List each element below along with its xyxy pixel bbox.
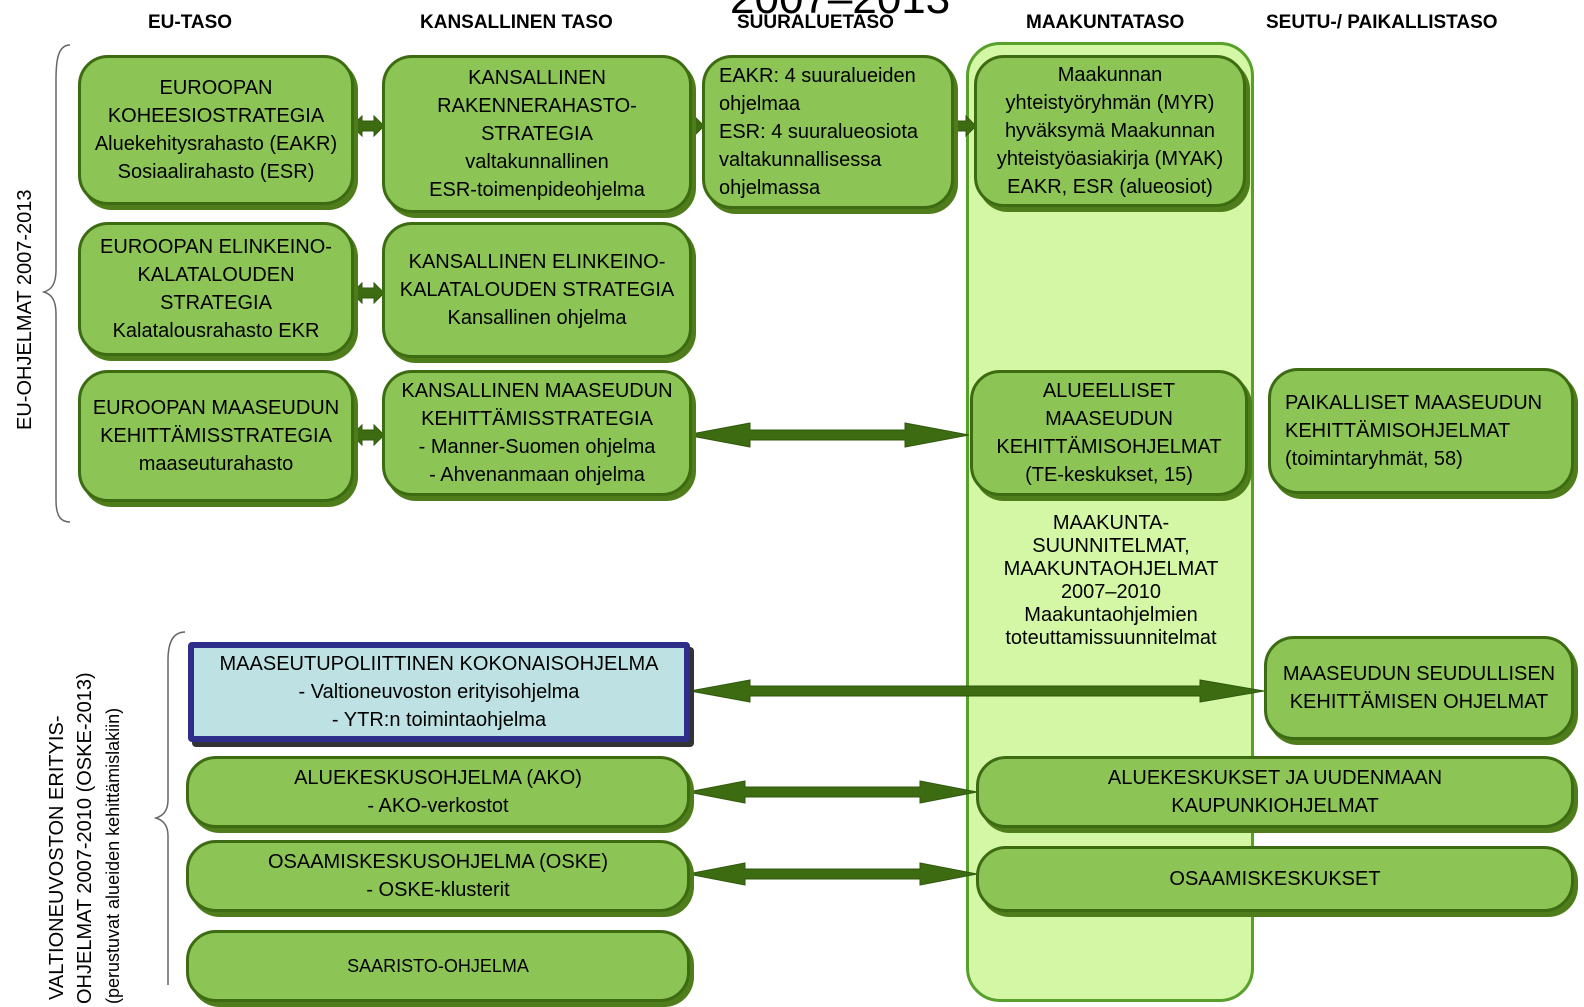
box-line: EAKR: 4 suuralueiden	[719, 65, 916, 87]
box-line: MAASEUDUN	[1045, 408, 1173, 430]
box-line: Sosiaalirahasto (ESR)	[117, 161, 315, 183]
box-line: KEHITTÄMISSTRATEGIA	[421, 408, 653, 430]
box-line: - Ahvenanmaan ohjelma	[429, 464, 645, 486]
government-programs-brace	[153, 631, 186, 985]
box-line: KALATALOUDEN	[137, 264, 295, 286]
oske-program-box: OSAAMISKESKUSOHJELMA (OSKE) - OSKE-klust…	[186, 840, 690, 912]
box-line: ALUEKESKUKSET JA UUDENMAAN	[1107, 767, 1443, 789]
box-line: yhteistyöryhmän (MYR)	[1005, 92, 1215, 114]
box-line: KAUPUNKIOHJELMAT	[1171, 795, 1379, 817]
arrow-oske-centres	[687, 862, 978, 886]
box-line: PAIKALLISET MAASEUDUN	[1285, 392, 1543, 414]
header-eu: EU-TASO	[148, 12, 233, 33]
box-line: ALUEELLISET	[1042, 380, 1176, 402]
arrow-ako-urban	[687, 780, 978, 804]
box-line: KALATALOUDEN STRATEGIA	[399, 279, 675, 301]
box-line: STRATEGIA	[481, 123, 593, 145]
header-local: SEUTU-/ PAIKALLISTASO	[1266, 12, 1498, 33]
box-line: Aluekehitysrahasto (EAKR)	[94, 133, 338, 155]
major-region-box: EAKR: 4 suuralueiden ohjelmaa ESR: 4 suu…	[702, 55, 954, 209]
box-line: KANSALLINEN MAASEUDUN	[401, 380, 673, 402]
box-line: KOHEESIOSTRATEGIA	[107, 105, 325, 127]
box-line: ohjelmaa	[719, 93, 801, 115]
arrow-rural-policy-subregional	[689, 679, 1265, 703]
box-line: EUROOPAN	[159, 77, 273, 99]
regional-rural-programs-box: ALUEELLISET MAASEUDUN KEHITTÄMISOHJELMAT…	[970, 370, 1248, 496]
provincial-plans-text: MAAKUNTA- SUUNNITELMAT, MAAKUNTAOHJELMAT…	[986, 512, 1236, 650]
rural-policy-program-box: MAASEUTUPOLIITTINEN KOKONAISOHJELMA - Va…	[188, 642, 690, 742]
box-line: - OSKE-klusterit	[366, 879, 510, 901]
header-national: KANSALLINEN TASO	[420, 12, 613, 33]
box-line: Kansallinen ohjelma	[447, 307, 627, 329]
eu-programs-label: EU-OHJELMAT 2007-2013	[14, 189, 36, 430]
arrow-fisheries	[351, 281, 385, 305]
box-line: ohjelmassa	[719, 177, 821, 199]
box-line: hyväksymä Maakunnan	[1004, 120, 1216, 142]
myr-cooperation-box: Maakunnan yhteistyöryhmän (MYR) hyväksym…	[974, 55, 1246, 207]
urban-programs-box: ALUEKESKUKSET JA UUDENMAAN KAUPUNKIOHJEL…	[976, 756, 1574, 828]
diagram-title: 2007–2013	[730, 0, 950, 24]
box-line: KANSALLINEN	[468, 67, 606, 89]
national-structural-fund-strategy-box: KANSALLINEN RAKENNERAHASTO- STRATEGIA va…	[382, 55, 692, 213]
eu-cohesion-strategy-box: EUROOPAN KOHEESIOSTRATEGIA Aluekehitysra…	[78, 55, 354, 205]
box-line: ESR: 4 suuralueosiota	[719, 121, 919, 143]
archipelago-program-box: SAARISTO-OHJELMA	[186, 930, 690, 1002]
box-line: (toimintaryhmät, 58)	[1285, 448, 1463, 470]
text-line: 2007–2010	[1060, 581, 1162, 603]
arrow-cohesion-national	[351, 114, 385, 138]
box-line: yhteistyöasiakirja (MYAK)	[996, 148, 1224, 170]
box-line: - YTR:n toimintaohjelma	[331, 709, 547, 731]
box-line: EAKR, ESR (alueosiot)	[1007, 176, 1213, 198]
box-line: RAKENNERAHASTO-	[437, 95, 637, 117]
local-rural-programs-box: PAIKALLISET MAASEUDUN KEHITTÄMISOHJELMAT…	[1268, 368, 1574, 494]
government-programs-label-3: (perustuvat alueiden kehittämislakiin)	[103, 707, 123, 1004]
text-line: toteuttamissuunnitelmat	[1005, 627, 1217, 649]
box-line: ESR-toimenpideohjelma	[429, 179, 645, 201]
box-line: KEHITTÄMISOHJELMAT	[996, 436, 1222, 458]
box-line: - AKO-verkostot	[367, 795, 509, 817]
box-line: - Valtioneuvoston erityisohjelma	[298, 681, 580, 703]
ako-program-box: ALUEKESKUSOHJELMA (AKO) - AKO-verkostot	[186, 756, 690, 828]
header-provincial: MAAKUNTATASO	[1026, 12, 1185, 33]
box-line: valtakunnallinen	[465, 151, 609, 173]
box-line: KEHITTÄMISSTRATEGIA	[100, 425, 332, 447]
box-line: KEHITTÄMISOHJELMAT	[1285, 420, 1511, 442]
text-line: Maakuntaohjelmien	[1024, 604, 1198, 626]
text-line: SUUNNITELMAT,	[1032, 535, 1190, 557]
box-line: Maakunnan	[1057, 64, 1163, 86]
government-programs-label-2: OHJELMAT 2007-2010 (OSKE-2013)	[74, 672, 96, 1004]
box-line: valtakunnallisessa	[719, 149, 882, 171]
box-line: MAASEUTUPOLIITTINEN KOKONAISOHJELMA	[219, 653, 659, 675]
eu-fisheries-strategy-box: EUROOPAN ELINKEINO- KALATALOUDEN STRATEG…	[78, 222, 354, 356]
box-line: STRATEGIA	[160, 292, 272, 314]
box-line: EUROOPAN MAASEUDUN	[92, 397, 340, 419]
header-major-region: SUURALUETASO	[737, 12, 894, 33]
box-line: OSAAMISKESKUKSET	[1169, 868, 1381, 890]
national-fisheries-strategy-box: KANSALLINEN ELINKEINO- KALATALOUDEN STRA…	[382, 222, 692, 358]
box-line: EUROOPAN ELINKEINO-	[100, 236, 332, 258]
arrow-rural-eu-national	[351, 423, 385, 447]
box-line: maaseuturahasto	[138, 453, 294, 475]
box-line: (TE-keskukset, 15)	[1025, 464, 1193, 486]
box-line: MAASEUDUN SEUDULLISEN	[1282, 663, 1556, 685]
box-line: - Manner-Suomen ohjelma	[418, 436, 656, 458]
national-rural-strategy-box: KANSALLINEN MAASEUDUN KEHITTÄMISSTRATEGI…	[382, 370, 692, 496]
box-line: ALUEKESKUSOHJELMA (AKO)	[294, 767, 582, 789]
box-line: OSAAMISKESKUSOHJELMA (OSKE)	[267, 851, 609, 873]
oske-centres-box: OSAAMISKESKUKSET	[976, 846, 1574, 912]
eu-programs-brace	[41, 44, 71, 523]
text-line: MAAKUNTAOHJELMAT	[1003, 558, 1219, 580]
government-programs-label-1: VALTIONEUVOSTON ERITYIS-	[46, 715, 68, 1001]
arrow-rural-national-regional	[685, 422, 970, 448]
subregional-development-box: MAASEUDUN SEUDULLISEN KEHITTÄMISEN OHJEL…	[1264, 636, 1574, 740]
eu-rural-strategy-box: EUROOPAN MAASEUDUN KEHITTÄMISSTRATEGIA m…	[78, 370, 354, 502]
box-line: Kalatalousrahasto EKR	[112, 320, 320, 342]
box-line: SAARISTO-OHJELMA	[347, 956, 529, 976]
box-line: KEHITTÄMISEN OHJELMAT	[1289, 691, 1549, 713]
text-line: MAAKUNTA-	[1052, 512, 1170, 534]
box-line: KANSALLINEN ELINKEINO-	[408, 251, 666, 273]
